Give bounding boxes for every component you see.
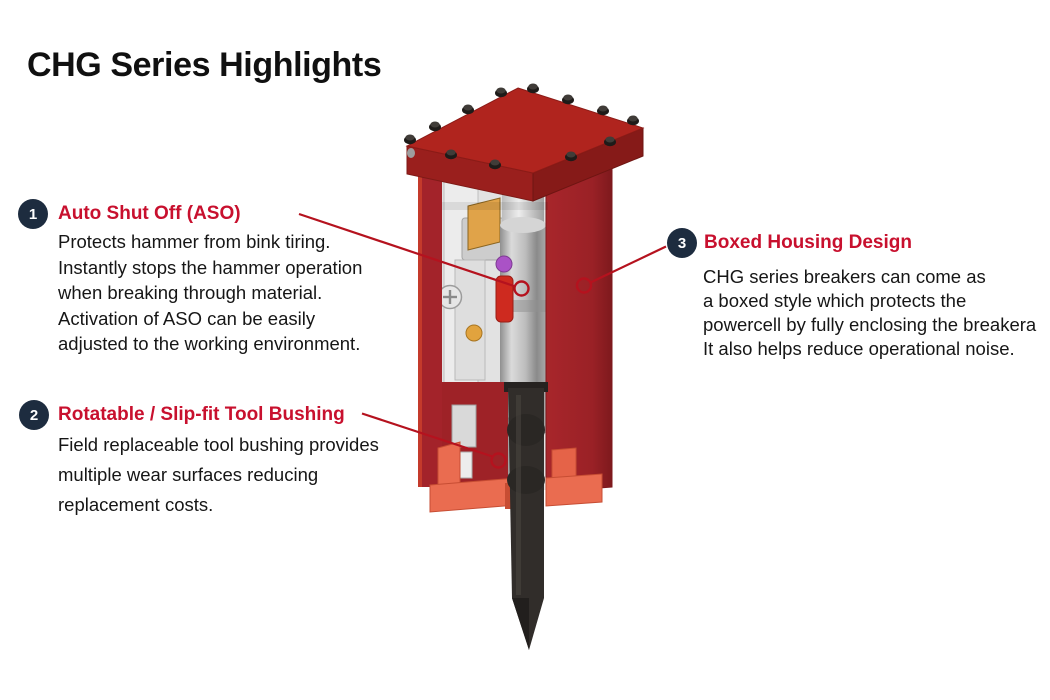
callout-2-title: Rotatable / Slip-fit Tool Bushing: [58, 404, 345, 425]
callout-2-body: Field replaceable tool bushing provides …: [58, 434, 379, 515]
top-cap-plate: [404, 83, 645, 202]
callout-1-badge: 1: [18, 199, 48, 229]
chisel-tool: [504, 382, 548, 650]
callout-3-title: Boxed Housing Design: [704, 232, 912, 253]
breaker-cutaway-illustration: [404, 83, 645, 650]
callout-3-body: CHG series breakers can come as a boxed …: [703, 266, 1037, 359]
callout-1-title: Auto Shut Off (ASO): [58, 203, 241, 224]
callout-2-badge: 2: [19, 400, 49, 430]
callout-3-badge: 3: [667, 228, 697, 258]
cap-bolts: [404, 83, 639, 170]
page-title: CHG Series Highlights: [27, 46, 382, 84]
callout-1-body: Protects hammer from bink tiring. Instan…: [58, 231, 363, 354]
